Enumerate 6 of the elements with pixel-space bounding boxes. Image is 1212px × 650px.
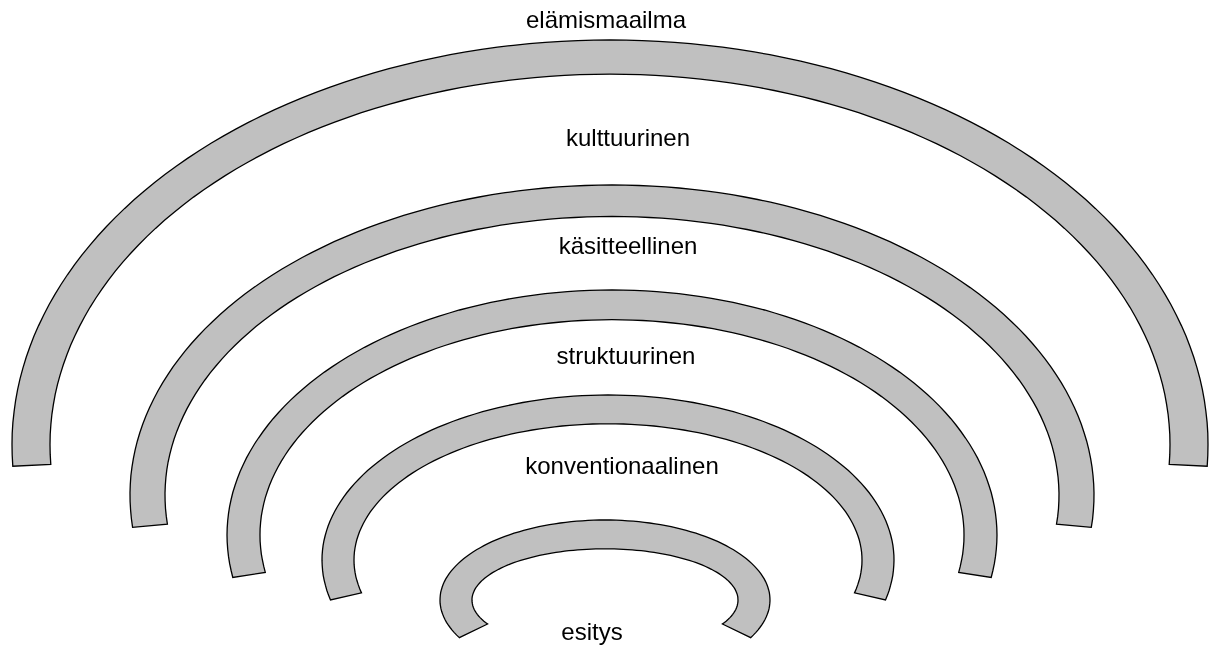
band-label: struktuurinen xyxy=(556,342,696,370)
band-label: käsitteellinen xyxy=(558,232,698,260)
band-label: konventionaalinen xyxy=(525,452,719,480)
band-label: elämismaailma xyxy=(525,6,686,34)
band-label: kulttuurinen xyxy=(565,124,690,152)
center-label: esitys xyxy=(561,618,623,646)
